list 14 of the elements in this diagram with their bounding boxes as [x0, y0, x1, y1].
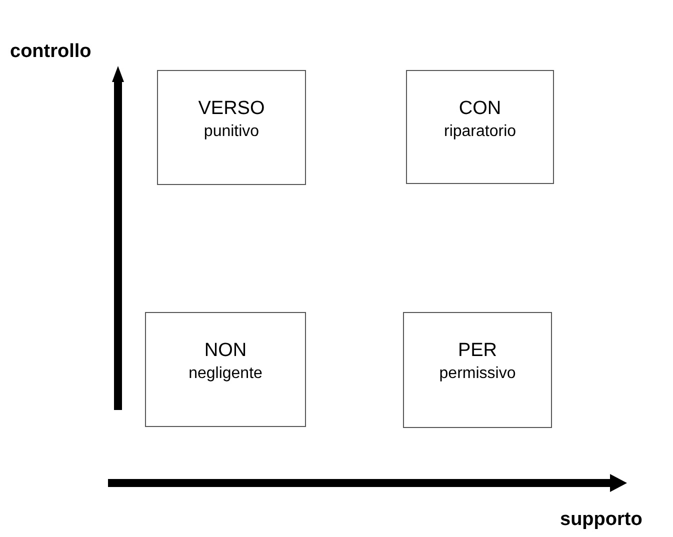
- axis-label: controllo: [10, 40, 92, 64]
- box-heading: CON: [458, 97, 502, 121]
- box-heading: NON: [204, 339, 247, 363]
- axis-label: supporto: [560, 508, 642, 532]
- quadrant-box: [406, 70, 554, 184]
- box-heading: PER: [458, 339, 498, 363]
- box-subtitle: permissivo: [439, 364, 516, 384]
- box-subtitle: riparatorio: [444, 122, 516, 142]
- box-subtitle: negligente: [188, 364, 262, 384]
- box-subtitle: punitivo: [204, 122, 260, 142]
- quadrant-box: [145, 312, 306, 427]
- box-heading: VERSO: [198, 97, 265, 121]
- quadrant-box: [157, 70, 306, 185]
- quadrant-box: [403, 312, 552, 428]
